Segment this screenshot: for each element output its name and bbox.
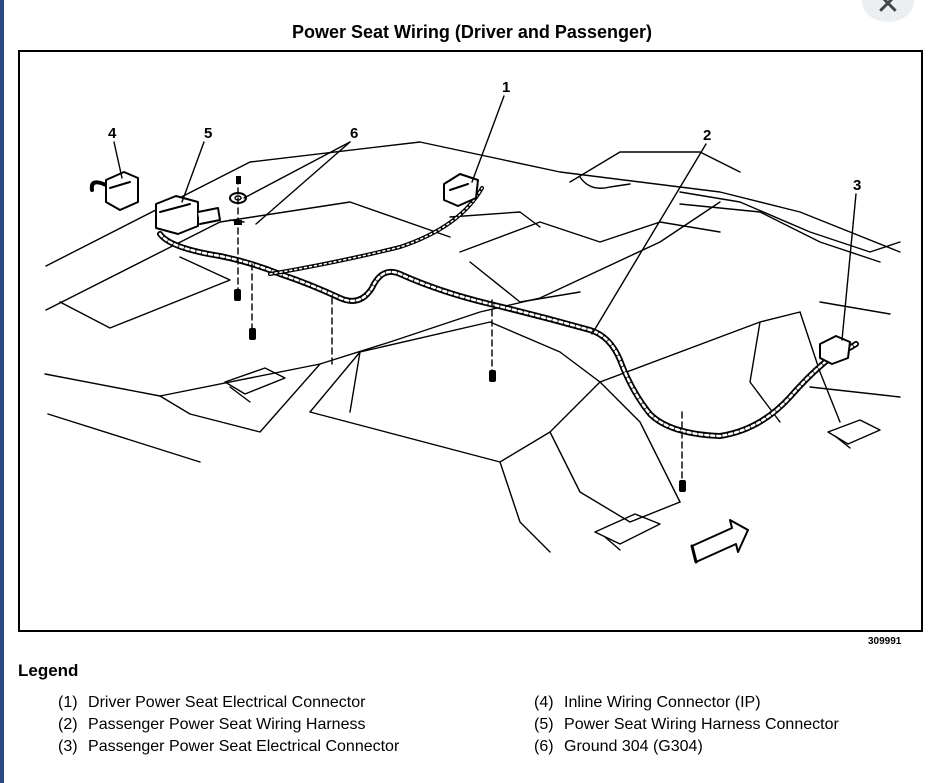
- harness-connector: [155, 195, 221, 235]
- floor-outline: [47, 413, 201, 463]
- anchor-pad: [834, 435, 851, 449]
- legend-item-number: (6): [534, 738, 554, 755]
- floor-outline: [44, 201, 721, 397]
- callout-5: 5: [204, 125, 212, 142]
- tunnel-outline: [749, 321, 781, 423]
- legend-item: (5) Power Seat Wiring Harness Connector: [534, 716, 839, 734]
- callout-4: 4: [108, 125, 117, 142]
- callout-leader-4: [113, 141, 123, 179]
- bolt-heads: [234, 176, 686, 492]
- legend-item-text: Passenger Power Seat Wiring Harness: [88, 716, 366, 733]
- legend-item-text: Power Seat Wiring Harness Connector: [564, 716, 839, 733]
- legend-item: (6) Ground 304 (G304): [534, 738, 703, 756]
- figure-number: 309991: [868, 636, 902, 647]
- rear-outline: [819, 301, 891, 315]
- fastener-clips: [237, 177, 683, 483]
- passenger-connector: [819, 335, 851, 365]
- inline-connector: [105, 171, 139, 211]
- window-edge: [0, 0, 4, 783]
- legend-item: (3) Passenger Power Seat Electrical Conn…: [58, 738, 399, 756]
- callout-2: 2: [703, 127, 711, 144]
- anchor-pad: [229, 386, 251, 403]
- callout-leader-5: [181, 141, 205, 203]
- anchor-pad: [594, 513, 661, 545]
- tunnel-outline: [799, 311, 841, 423]
- driver-connector: [443, 173, 479, 207]
- floor-outline: [45, 201, 451, 311]
- floor-outline: [159, 363, 321, 433]
- rear-outline: [579, 176, 631, 189]
- forward-arrow-icon: [691, 519, 749, 563]
- callout-leader-1: [471, 95, 505, 183]
- callout-1: 1: [502, 79, 510, 96]
- callout-leader-3: [841, 193, 857, 341]
- legend-item-number: (4): [534, 694, 554, 711]
- tunnel-outline: [499, 461, 551, 553]
- callout-3: 3: [853, 177, 861, 194]
- legend-item-number: (3): [58, 738, 78, 755]
- tunnel-outline: [309, 381, 601, 463]
- panel-outline: [459, 221, 721, 253]
- legend-item-number: (5): [534, 716, 554, 733]
- anchor-pad: [449, 211, 541, 228]
- close-icon: ✕: [875, 0, 901, 22]
- legend-item-number: (2): [58, 716, 78, 733]
- tunnel-outline: [309, 321, 601, 413]
- floor-outline: [59, 256, 231, 329]
- tunnel-outline: [599, 381, 681, 503]
- rear-outline: [809, 386, 901, 398]
- panel-outline: [469, 261, 581, 303]
- tunnel-outline: [349, 351, 361, 413]
- callout-leader-6a: [243, 141, 351, 199]
- legend-item-text: Ground 304 (G304): [564, 738, 703, 755]
- anchor-pad: [224, 367, 286, 395]
- legend-item-number: (1): [58, 694, 78, 711]
- rear-outline: [569, 151, 741, 183]
- tunnel-outline: [549, 431, 681, 523]
- wiring-diagram: 1 2 3 4 5 6: [44, 79, 901, 564]
- tunnel-outline: [599, 311, 801, 383]
- callout-leader-6b: [255, 141, 351, 225]
- rear-outline: [679, 191, 901, 253]
- legend-item: (2) Passenger Power Seat Wiring Harness: [58, 716, 365, 734]
- floor-outline: [45, 141, 901, 267]
- diagram-frame: 1 2 3 4 5 6: [18, 50, 923, 632]
- legend-item: (1) Driver Power Seat Electrical Connect…: [58, 694, 365, 712]
- anchor-pad: [827, 419, 881, 445]
- forward-arrow-icon: [690, 544, 698, 564]
- legend-item: (4) Inline Wiring Connector (IP): [534, 694, 761, 712]
- callout-6: 6: [350, 125, 358, 142]
- legend-item-text: Passenger Power Seat Electrical Connecto…: [88, 738, 400, 755]
- wiring-harness: [157, 231, 859, 439]
- diagram-title: Power Seat Wiring (Driver and Passenger): [292, 22, 652, 42]
- anchor-pad: [604, 536, 621, 551]
- callout-leader-2: [591, 143, 707, 335]
- legend-heading: Legend: [18, 661, 79, 680]
- close-button[interactable]: ✕: [862, 0, 914, 22]
- legend-item-text: Driver Power Seat Electrical Connector: [88, 694, 366, 711]
- legend-item-text: Inline Wiring Connector (IP): [564, 694, 761, 711]
